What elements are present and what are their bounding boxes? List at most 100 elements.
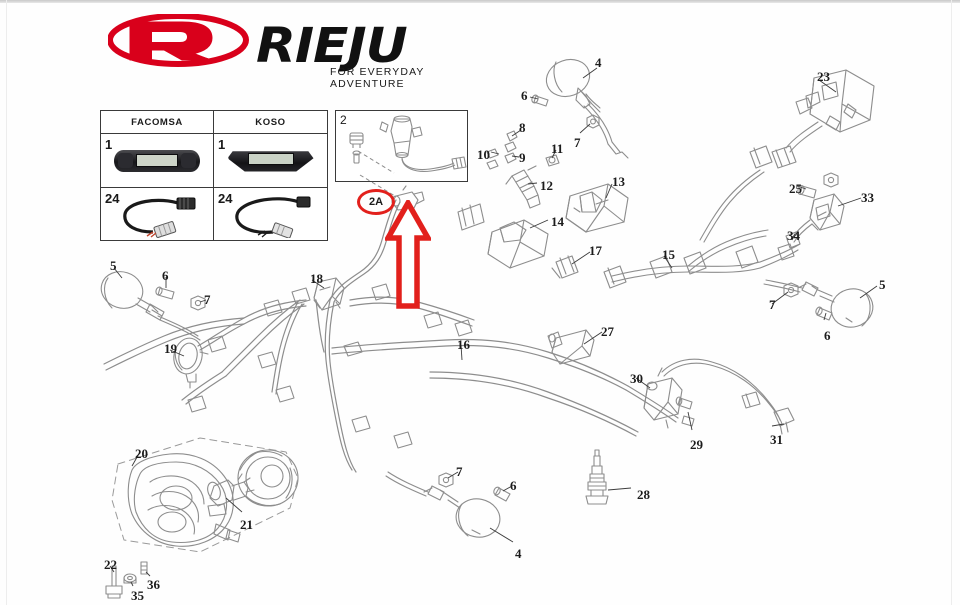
part-10-connector <box>486 148 499 170</box>
callout-ref-22-bolt: 22 <box>104 557 117 572</box>
part-20-headlight-housing <box>127 453 241 547</box>
part-16-main-harness <box>103 199 639 473</box>
cluster-lcd-screen <box>247 152 294 165</box>
part-5-turn-signal-right <box>763 279 874 328</box>
headlight-group-boundary <box>111 437 299 553</box>
callout-ref-5-turn-signal-front: 5 <box>879 277 886 292</box>
variant-table-row-cluster: 1 1 <box>101 134 327 188</box>
ref-number: 24 <box>218 191 233 206</box>
part-7-nut-bottom <box>438 472 454 488</box>
header-label: FACOMSA <box>131 116 183 128</box>
part-6-screw-right <box>815 306 833 321</box>
logo-wordmark: RIEJU <box>256 18 408 74</box>
instrument-cluster-facomsa <box>114 146 200 176</box>
callout-ref-27-sensor-switch: 27 <box>601 324 614 339</box>
part-4-turn-signal-bottom <box>385 471 501 538</box>
ref-number: 1 <box>105 137 113 152</box>
callout-ref-13-control-unit-cdi: 13 <box>612 174 625 189</box>
part-7-nut-left <box>190 295 206 311</box>
callout-ref-28-temperature-sensor: 28 <box>637 487 650 502</box>
callout-ref-33-flasher-relay: 33 <box>861 190 874 205</box>
callout-ref-14-relay-unit: 14 <box>551 214 564 229</box>
cell-koso-lead: 24 <box>214 188 327 240</box>
highlight-circle-2a <box>357 189 395 215</box>
header-label: KOSO <box>255 116 286 128</box>
callout-ref-29-bolt: 29 <box>690 437 703 452</box>
cluster-lcd-screen <box>136 153 178 167</box>
highlight-ref-2a: 2A <box>368 196 384 208</box>
callout-ref-25-bolt: 25 <box>789 181 802 196</box>
nut-near-25 <box>823 172 839 188</box>
callout-ref-8-connector: 8 <box>519 120 526 135</box>
part-22-bolt <box>105 565 123 599</box>
logo-tagline: FOR EVERYDAY ADVENTURE <box>330 66 425 90</box>
page-right-border <box>951 0 952 605</box>
callout-ref-9-connector: 9 <box>519 150 526 165</box>
callout-ref-31-spark-plug-cap: 31 <box>770 432 783 447</box>
part-28-temperature-sensor <box>585 449 609 505</box>
cell-facomsa-cluster: 1 <box>101 134 214 187</box>
callout-ref-17-connector: 17 <box>589 243 602 258</box>
part-9-connector <box>504 141 517 164</box>
callout-ref-20-headlight-assembly: 20 <box>135 446 148 461</box>
part-8-connector <box>506 130 518 142</box>
part-30-ignition-coil <box>643 358 795 435</box>
dashboard-lead-facomsa <box>111 194 203 238</box>
logo-emblem <box>107 13 249 67</box>
variant-table-row-lead: 24 <box>101 188 327 240</box>
part-6-screw-left <box>155 286 175 300</box>
cell-facomsa-lead: 24 <box>101 188 214 240</box>
part-14-relay-unit <box>487 219 549 269</box>
cluster-right-pod <box>181 152 196 168</box>
connector-left-of-relay <box>457 203 485 231</box>
callout-ref-10-connector: 10 <box>477 147 490 162</box>
part-5-turn-signal-left <box>100 271 201 341</box>
ref-number: 1 <box>218 137 226 152</box>
highlight-up-arrow <box>385 200 431 309</box>
callout-ref-15-wiring-branch: 15 <box>662 247 675 262</box>
variant-table: FACOMSA KOSO 1 1 <box>100 110 328 241</box>
instrument-cluster-koso <box>227 146 314 176</box>
part-15-wiring-branch <box>603 145 795 289</box>
variant-table-header-row: FACOMSA KOSO <box>101 111 327 134</box>
callout-ref-16-main-wiring-harness: 16 <box>457 337 470 352</box>
callout-ref-6-screw: 6 <box>824 328 831 343</box>
callout-ref-35-washer: 35 <box>131 588 144 603</box>
callout-ref-18-junction-box: 18 <box>310 271 323 286</box>
callout-ref-4-turn-signal-rear: 4 <box>515 546 522 561</box>
part-6-screw-bottom <box>493 486 511 502</box>
part-17-connector <box>551 255 579 279</box>
callout-ref-36-nut: 36 <box>147 577 160 592</box>
page-top-border <box>0 0 960 3</box>
callout-ref-6-screw: 6 <box>162 268 169 283</box>
harness-connectors <box>187 283 473 449</box>
dashboard-lead-koso <box>225 194 317 238</box>
callout-ref-11-connector: 11 <box>551 141 564 156</box>
callout-ref-5-turn-signal-front: 5 <box>110 258 117 273</box>
callout-ref-30-ignition-coil: 30 <box>630 371 643 386</box>
pickup-sensor-drawing <box>349 115 467 174</box>
callout-ref-6-screw: 6 <box>521 88 528 103</box>
callout-ref-4-turn-signal-rear: 4 <box>595 55 602 70</box>
rieju-logo: RIEJU FOR EVERYDAY ADVENTURE <box>107 13 480 90</box>
cluster-left-pod <box>118 152 133 168</box>
page-left-border <box>6 0 7 605</box>
callout-ref-7-nut: 7 <box>456 464 463 479</box>
part-23-handlebar-switch <box>771 69 875 169</box>
part-35-washer <box>123 573 137 584</box>
callout-ref-7-nut: 7 <box>769 297 776 312</box>
callout-ref-19-horn: 19 <box>164 341 177 356</box>
inset-box-pickup-sensor: 2 <box>335 110 468 182</box>
callout-ref-6-screw: 6 <box>510 478 517 493</box>
variant-table-header-koso: KOSO <box>214 111 327 133</box>
callout-ref-23-handlebar-switch-assembly: 23 <box>817 69 830 84</box>
callout-ref-21-headlight-bulb: 21 <box>240 517 253 532</box>
callout-ref-7-nut: 7 <box>574 135 581 150</box>
cell-koso-cluster: 1 <box>214 134 327 187</box>
ref-number: 24 <box>105 191 120 206</box>
variant-table-header-facomsa: FACOMSA <box>101 111 214 133</box>
inset-ref-number: 2 <box>340 113 347 127</box>
harness-extra-right <box>625 243 801 423</box>
